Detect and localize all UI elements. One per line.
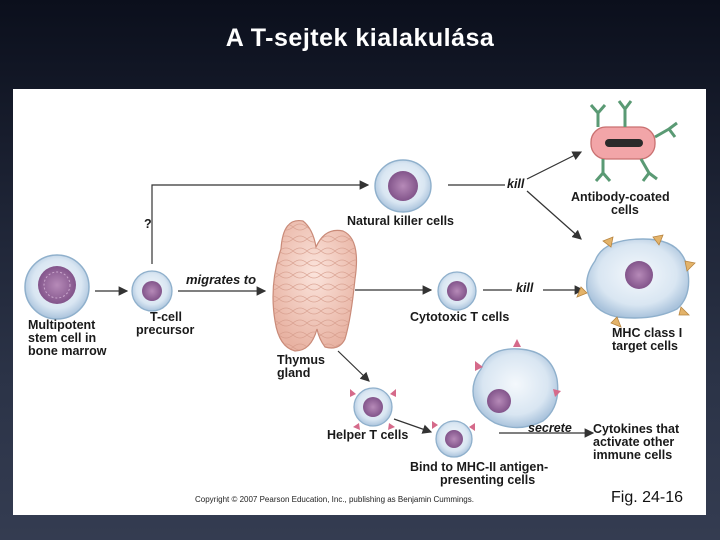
label-stem-cell-line3: bone marrow [28,344,107,358]
arrow-precursor-to-nk [151,180,370,264]
helper-t-cell [350,387,396,430]
label-mhc1-line1: MHC class I [612,326,683,340]
label-antibody-coated: Antibody-coated cells [571,191,670,217]
label-thymus-line1: Thymus [277,353,325,367]
label-kill-cytotoxic: kill [516,281,534,295]
label-mhc1-line2: target cells [612,339,679,353]
label-bind-line1: Bind to MHC-II antigen- [410,460,549,474]
diagram-graphics [24,100,696,458]
label-thymus-line2: gland [277,366,311,380]
label-cytotoxic: Cytotoxic T cells [410,310,510,324]
label-thymus: Thymus gland [277,354,325,380]
label-question: ? [144,217,152,231]
label-bind-mhc2: Bind to MHC-II antigen- presenting cells [410,461,548,487]
arrow-helper-to-bind [393,418,433,434]
slide-title: A T-sejtek kialakulása [225,24,495,52]
stem-cell [24,254,90,320]
arrow-thymus-to-helper [337,350,370,382]
arrow-kill-to-mhc1 [526,190,582,240]
label-cytokines-line1: Cytokines that [593,422,680,436]
bound-helper-t-cell [432,420,475,458]
label-secrete: secrete [528,421,572,435]
arrow-kill-to-antibody [526,151,583,180]
figure-number: Fig. 24-16 [611,489,684,506]
label-precursor: T-cell precursor [136,310,194,337]
label-antibody-line1: Antibody-coated [571,190,670,204]
t-cell-precursor [131,270,173,312]
copyright-text: Copyright © 2007 Pearson Education, Inc.… [195,495,474,504]
label-migrates-to: migrates to [186,272,257,287]
label-cytokines: Cytokines that activate other immune cel… [593,423,679,462]
natural-killer-cell [374,159,432,213]
diagram-panel: Multipotent stem cell in bone marrow T-c… [13,89,706,515]
label-precursor-line2: precursor [136,323,195,337]
label-antibody-line2: cells [611,203,639,217]
label-helper: Helper T cells [327,428,409,442]
label-natural-killer: Natural killer cells [347,214,455,228]
label-cytokines-line3: immune cells [593,448,673,462]
mhc1-target-cell [576,234,696,328]
label-precursor-line1: T-cell [150,310,182,324]
antigen-presenting-cell [472,339,561,429]
label-kill-nk: kill [507,177,525,191]
label-stem-cell-line2: stem cell in [28,331,97,345]
label-mhc1: MHC class I target cells [612,327,682,353]
cytotoxic-t-cell [437,271,477,311]
label-cytokines-line2: activate other [593,435,675,449]
antibody-coated-cell [589,100,678,182]
label-stem-cell-line1: Multipotent [28,318,96,332]
label-bind-line2: presenting cells [440,473,536,487]
thymus-gland-shape [272,219,358,352]
label-stem-cell: Multipotent stem cell in bone marrow [28,319,107,358]
